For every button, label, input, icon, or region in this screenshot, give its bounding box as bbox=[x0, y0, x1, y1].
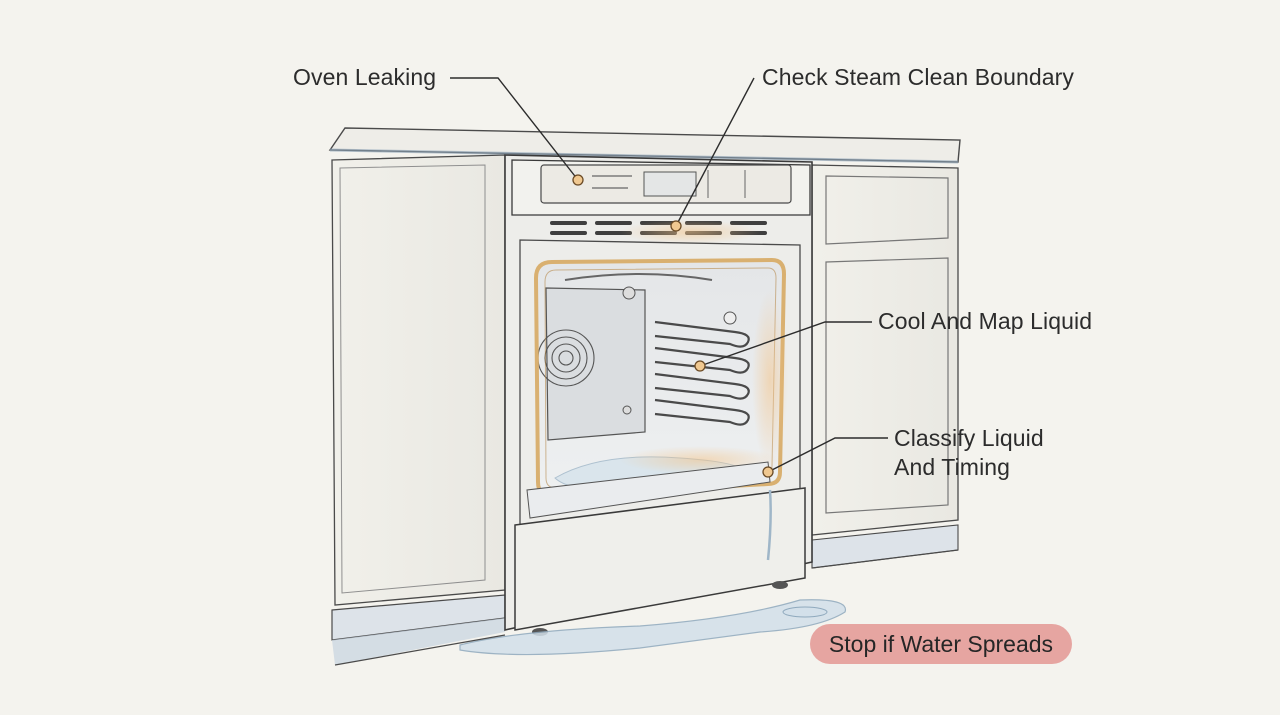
left-cabinet bbox=[331, 154, 506, 665]
right-cabinet bbox=[811, 164, 959, 569]
oven-door bbox=[514, 461, 806, 636]
countertop bbox=[328, 127, 961, 164]
label-classify-liquid: Classify Liquid And Timing bbox=[894, 425, 1044, 480]
label-cool-and-map-liquid: Cool And Map Liquid bbox=[878, 308, 1093, 334]
label-check-steam-clean-boundary: Check Steam Clean Boundary bbox=[762, 64, 1074, 90]
floor-puddle bbox=[459, 599, 846, 656]
marker-dot bbox=[572, 174, 774, 478]
warning-badge: Stop if Water Spreads bbox=[810, 624, 1072, 664]
warning-text: Stop if Water Spreads bbox=[828, 630, 1054, 657]
label-oven-leaking: Oven Leaking bbox=[293, 64, 437, 90]
leader-lines bbox=[450, 77, 888, 473]
